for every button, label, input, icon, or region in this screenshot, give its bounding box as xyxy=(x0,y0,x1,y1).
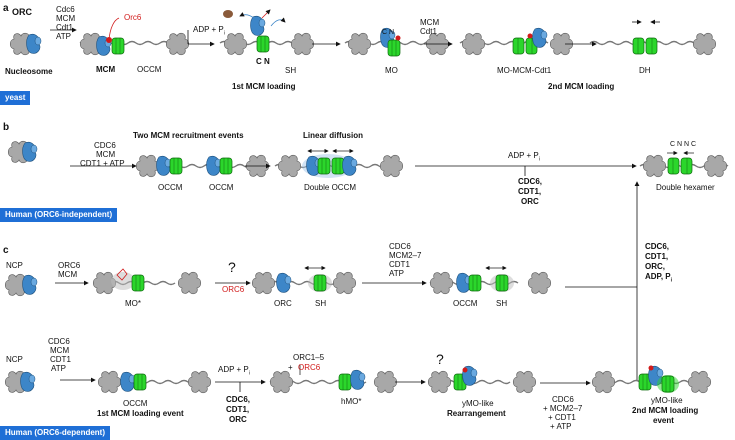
question-mark-2: ? xyxy=(436,351,444,367)
label-ncp-2: NCP xyxy=(6,355,23,364)
factor-c-mcm27: MCM2–7 xyxy=(389,251,422,260)
factor-c2-cdt1: CDT1 xyxy=(50,355,71,364)
release-right-adp-pi: ADP, Pi xyxy=(645,272,673,284)
label-first-mcm-loading: 1st MCM loading xyxy=(232,82,296,91)
factor-b-mcm: MCM xyxy=(96,150,116,159)
factor-cdt1: Cdt1 xyxy=(56,23,73,32)
label-first-loading-event: 1st MCM loading event xyxy=(97,409,184,418)
label-occm-a: OCCM xyxy=(137,65,162,74)
label-cn-a: C N xyxy=(256,57,270,66)
label-double-hexamer: Double hexamer xyxy=(656,183,715,192)
label-double-occm: Double OCCM xyxy=(304,183,357,192)
factor-c3-mcm27: + MCM2–7 xyxy=(543,404,583,413)
factor-c-atp: ATP xyxy=(389,269,404,278)
release-right-cdc6: CDC6, xyxy=(645,242,670,251)
release-right-orc: ORC, xyxy=(645,262,665,271)
label-sh-c1: SH xyxy=(315,299,327,308)
release-right-cdt1: CDT1, xyxy=(645,252,669,261)
factor-c3-cdt1: + CDT1 xyxy=(548,413,576,422)
label-orc-c: ORC xyxy=(274,299,292,308)
release-c2-orc: ORC xyxy=(229,415,247,424)
label-hmo-star: hMO* xyxy=(341,397,362,406)
label-adp-pi-b: ADP + Pi xyxy=(508,151,540,163)
label-sh-c2: SH xyxy=(496,299,508,308)
factor-mcm: MCM xyxy=(56,14,76,23)
factor-c3-cdc6: CDC6 xyxy=(552,395,574,404)
label-orc1-5: ORC1–5 xyxy=(293,353,325,362)
label-cdt1-a2: Cdt1 xyxy=(420,27,437,36)
label-occm-b1: OCCM xyxy=(158,183,183,192)
panel-label-c: c xyxy=(3,245,9,256)
label-mo-mcm-cdt1: MO-MCM-Cdt1 xyxy=(497,66,552,75)
factor-c2-cdc6: CDC6 xyxy=(48,337,70,346)
label-ymo-like: yMO-like xyxy=(462,399,494,408)
label-second-loading-event-2: event xyxy=(653,416,674,425)
label-cn-mo: C N xyxy=(382,29,395,36)
label-linear-diffusion: Linear diffusion xyxy=(303,131,363,140)
factor-cdc6: Cdc6 xyxy=(56,5,75,14)
label-two-mcm-recruitment: Two MCM recruitment events xyxy=(133,131,244,140)
banner-yeast: yeast xyxy=(0,91,31,105)
factor-b-cdc6: CDC6 xyxy=(94,141,116,150)
label-mcm-a2: MCM xyxy=(420,18,440,27)
label-orc6-addition: ORC6 xyxy=(298,363,321,372)
label-dh: DH xyxy=(639,66,651,75)
question-mark-1: ? xyxy=(228,259,236,275)
release-b-cdc6: CDC6, xyxy=(518,177,543,186)
panel-c-top-dna xyxy=(94,280,519,286)
orc-a1 xyxy=(26,33,42,54)
factor-c3-atp: + ATP xyxy=(550,422,572,431)
label-adp-pi-a: ADP + Pi xyxy=(193,25,225,37)
label-plus: + xyxy=(288,363,293,372)
factor-c-cdc6: CDC6 xyxy=(389,242,411,251)
label-ncp-1: NCP xyxy=(6,261,23,270)
label-ymo-like-2: yMO-like xyxy=(651,396,683,405)
factor-c2-atp: ATP xyxy=(51,364,66,373)
label-mcm: MCM xyxy=(96,65,116,74)
panel-label-b: b xyxy=(3,122,10,133)
label-orc6: Orc6 xyxy=(124,13,142,22)
factor-c2-mcm: MCM xyxy=(50,346,70,355)
label-sh-a: SH xyxy=(285,66,297,75)
label-adp-pi-c: ADP + Pi xyxy=(218,365,250,377)
factor-atp: ATP xyxy=(56,32,71,41)
label-occm-c2: OCCM xyxy=(123,399,148,408)
factor-c-cdt1: CDT1 xyxy=(389,260,410,269)
label-orc: ORC xyxy=(12,7,32,17)
label-rearrangement: Rearrangement xyxy=(447,409,506,418)
release-b-orc: ORC xyxy=(521,197,539,206)
label-occm-b2: OCCM xyxy=(209,183,234,192)
factor-b-cdt1-atp: CDT1 + ATP xyxy=(80,159,125,168)
label-occm-c: OCCM xyxy=(453,299,478,308)
panel-label-a: a xyxy=(3,3,9,14)
release-c2-cdc6: CDC6, xyxy=(226,395,251,404)
label-nucleosome: Nucleosome xyxy=(5,67,53,76)
label-orc6-removal: ORC6 xyxy=(222,285,245,294)
label-mo-star: MO* xyxy=(125,299,141,308)
label-second-loading-event: 2nd MCM loading xyxy=(632,406,699,415)
label-mo: MO xyxy=(385,66,398,75)
release-c2-cdt1: CDT1, xyxy=(226,405,250,414)
factor-c-mcm: MCM xyxy=(58,270,78,279)
banner-human-orc6-independent: Human (ORC6-independent) xyxy=(0,208,118,222)
label-second-mcm-loading: 2nd MCM loading xyxy=(548,82,615,91)
banner-human-orc6-dependent: Human (ORC6-dependent) xyxy=(0,426,110,440)
factor-c-orc6: ORC6 xyxy=(58,261,81,270)
label-cnnc: C N N C xyxy=(670,141,697,148)
release-b-cdt1: CDT1, xyxy=(518,187,542,196)
